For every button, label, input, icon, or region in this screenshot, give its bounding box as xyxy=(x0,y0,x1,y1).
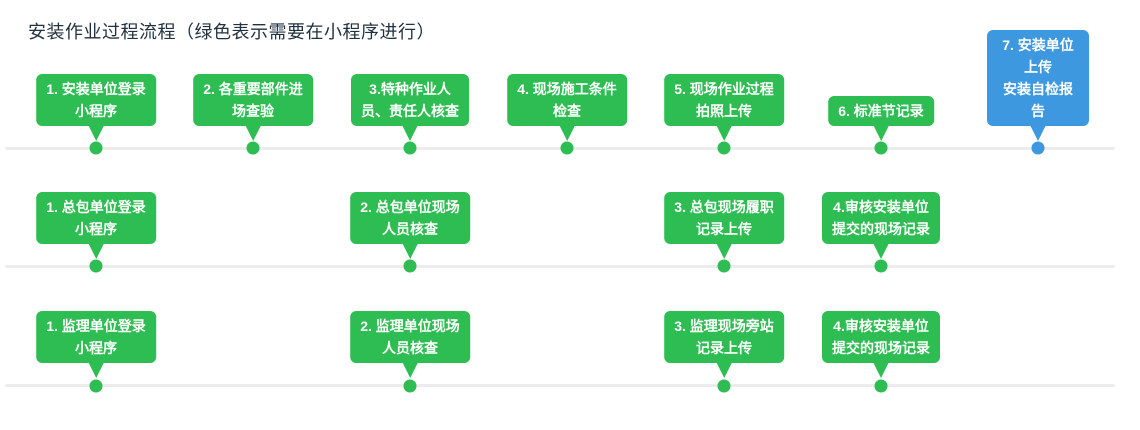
timeline-dot xyxy=(89,259,103,273)
bubble-tail-icon xyxy=(715,125,732,141)
step-bubble: 4.审核安装单位 提交的现场记录 xyxy=(822,311,940,363)
timeline-dot xyxy=(89,379,103,393)
timeline-line-row2 xyxy=(5,265,1115,268)
bubble-tail-icon xyxy=(872,125,889,141)
step-row3-3: 3. 监理现场旁站 记录上传 xyxy=(664,311,784,378)
bubble-tail-icon xyxy=(1030,125,1046,141)
step-bubble: 1. 总包单位登录 小程序 xyxy=(36,192,156,244)
timeline-dot-blue xyxy=(1031,141,1045,155)
step-bubble: 7. 安装单位上传 安装自检报告 xyxy=(987,30,1089,126)
step-bubble: 3. 监理现场旁站 记录上传 xyxy=(664,311,784,363)
step-row1-5: 5. 现场作业过程 拍照上传 xyxy=(664,74,784,141)
bubble-tail-icon xyxy=(87,243,104,259)
bubble-tail-icon xyxy=(401,362,418,378)
step-row1-6: 6. 标准节记录 xyxy=(828,96,934,141)
timeline-dot xyxy=(560,141,574,155)
step-row1-1: 1. 安装单位登录 小程序 xyxy=(36,74,156,141)
timeline-dot xyxy=(403,141,417,155)
step-row1-7: 7. 安装单位上传 安装自检报告 xyxy=(987,30,1089,141)
step-bubble: 2. 总包单位现场 人员核查 xyxy=(350,192,470,244)
step-row1-2: 2. 各重要部件进 场查验 xyxy=(193,74,313,141)
page-title: 安装作业过程流程（绿色表示需要在小程序进行） xyxy=(28,22,435,42)
step-row1-3: 3.特种作业人 员、责任人核查 xyxy=(351,74,469,141)
step-bubble: 1. 监理单位登录 小程序 xyxy=(36,311,156,363)
step-bubble: 6. 标准节记录 xyxy=(828,96,934,126)
timeline-dot xyxy=(246,141,260,155)
step-bubble: 2. 各重要部件进 场查验 xyxy=(193,74,313,126)
bubble-tail-icon xyxy=(87,125,104,141)
bubble-tail-icon xyxy=(558,125,575,141)
step-bubble: 5. 现场作业过程 拍照上传 xyxy=(664,74,784,126)
timeline-dot xyxy=(717,141,731,155)
timeline-dot xyxy=(717,379,731,393)
timeline-dot xyxy=(874,141,888,155)
bubble-tail-icon xyxy=(402,125,418,141)
step-row1-4: 4. 现场施工条件 检查 xyxy=(507,74,627,141)
bubble-tail-icon xyxy=(715,362,732,378)
timeline-line-row1 xyxy=(5,147,1115,150)
step-bubble: 4. 现场施工条件 检查 xyxy=(507,74,627,126)
step-bubble: 1. 安装单位登录 小程序 xyxy=(36,74,156,126)
step-row2-3: 3. 总包现场履职 记录上传 xyxy=(664,192,784,259)
step-row2-1: 1. 总包单位登录 小程序 xyxy=(36,192,156,259)
bubble-tail-icon xyxy=(401,243,418,259)
step-bubble: 3.特种作业人 员、责任人核查 xyxy=(351,74,469,126)
timeline-dot xyxy=(717,259,731,273)
timeline-dot xyxy=(403,379,417,393)
bubble-tail-icon xyxy=(244,125,261,141)
timeline-line-row3 xyxy=(5,384,1115,387)
step-row3-2: 2. 监理单位现场 人员核查 xyxy=(350,311,470,378)
timeline-dot xyxy=(89,141,103,155)
step-row3-1: 1. 监理单位登录 小程序 xyxy=(36,311,156,378)
step-row3-4: 4.审核安装单位 提交的现场记录 xyxy=(822,311,940,378)
step-bubble: 4.审核安装单位 提交的现场记录 xyxy=(822,192,940,244)
timeline-dot xyxy=(874,379,888,393)
step-bubble: 3. 总包现场履职 记录上传 xyxy=(664,192,784,244)
timeline-dot xyxy=(874,259,888,273)
step-row2-4: 4.审核安装单位 提交的现场记录 xyxy=(822,192,940,259)
bubble-tail-icon xyxy=(715,243,732,259)
timeline-dot xyxy=(403,259,417,273)
bubble-tail-icon xyxy=(873,362,889,378)
bubble-tail-icon xyxy=(87,362,104,378)
step-bubble: 2. 监理单位现场 人员核查 xyxy=(350,311,470,363)
bubble-tail-icon xyxy=(873,243,889,259)
step-row2-2: 2. 总包单位现场 人员核查 xyxy=(350,192,470,259)
